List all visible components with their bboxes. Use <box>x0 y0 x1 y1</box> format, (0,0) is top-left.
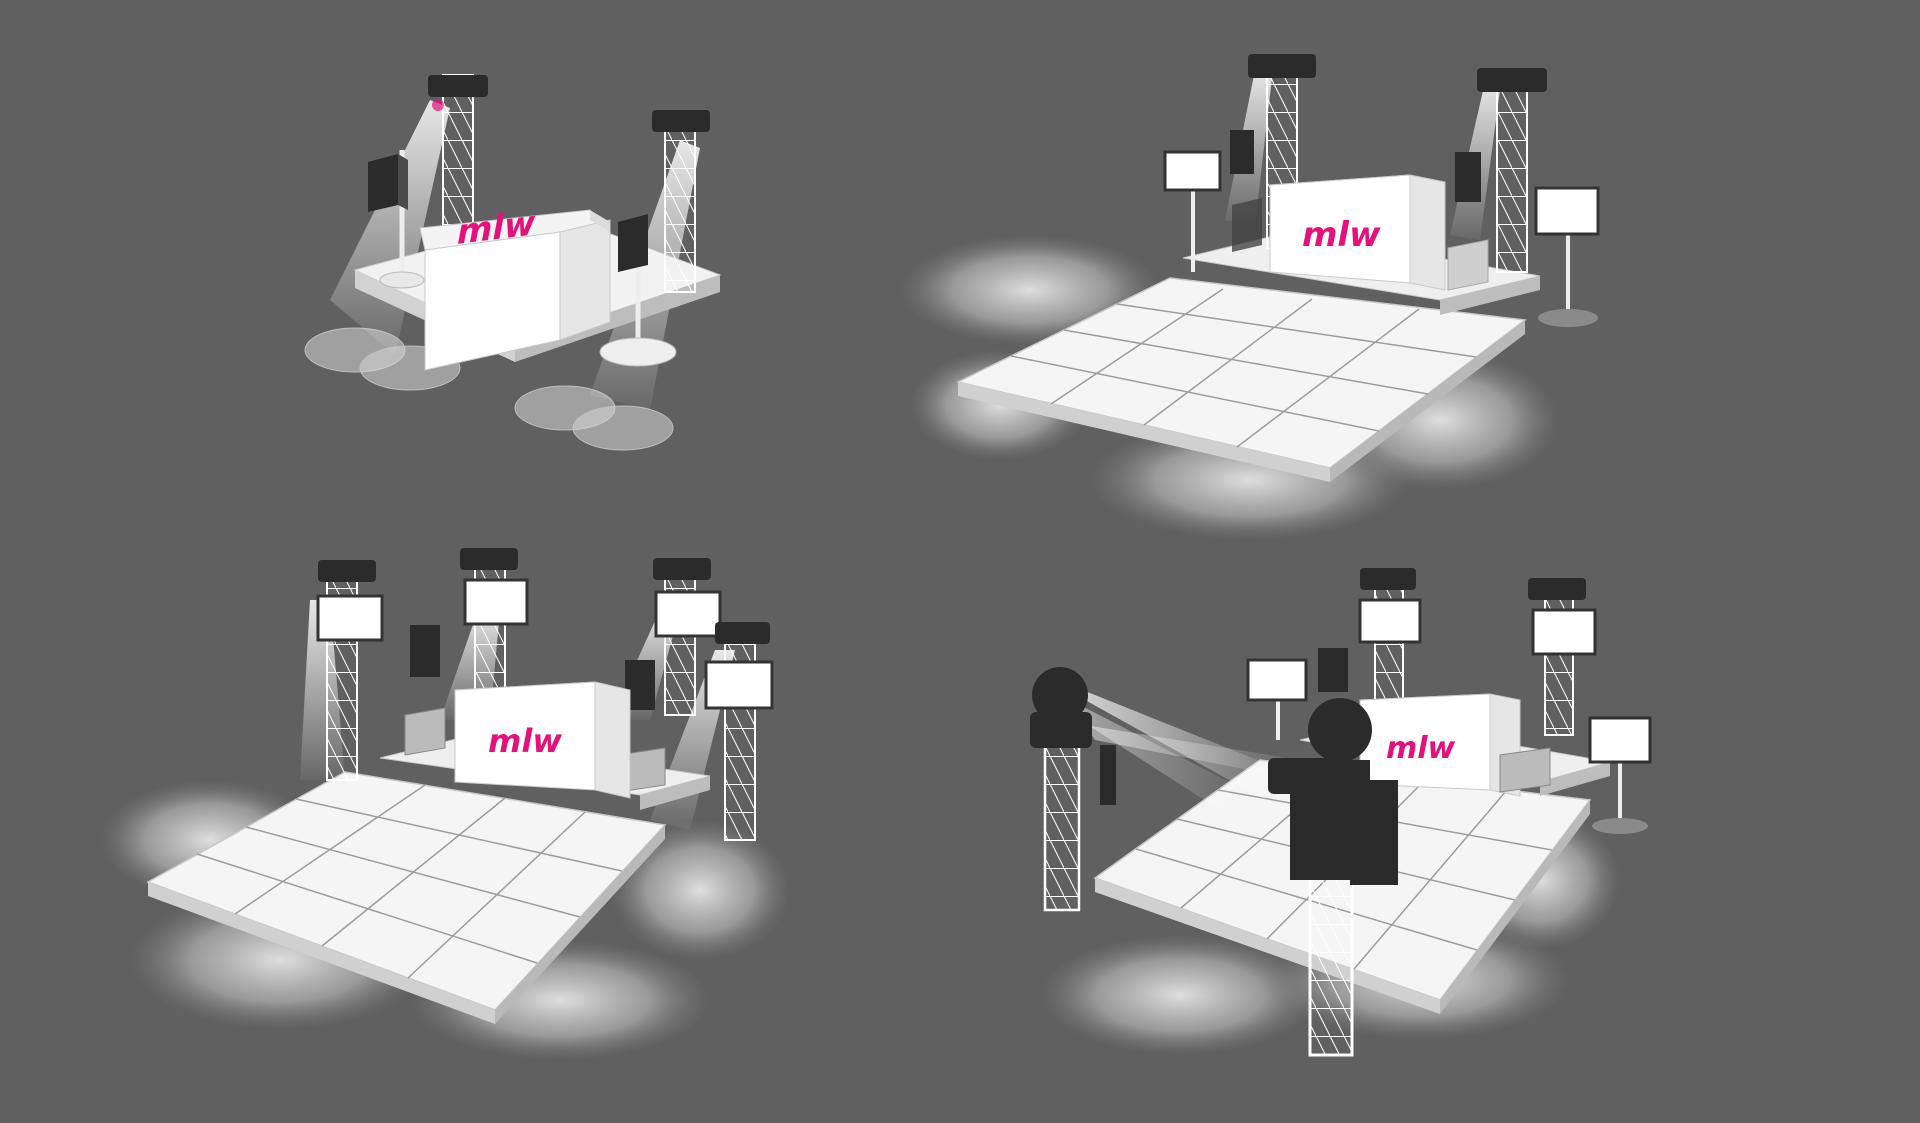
truss-tower <box>316 560 384 781</box>
screen-left <box>1163 150 1222 272</box>
booth-logo: mlw <box>1302 215 1381 255</box>
tower-screen <box>316 594 384 642</box>
floor-light-spots <box>304 327 674 451</box>
dj-booth <box>453 681 631 799</box>
mlw-logo-mark: mlw <box>1302 215 1381 255</box>
screen-right <box>1588 716 1652 834</box>
scene-booth-only: mlw <box>304 74 722 451</box>
truss-tower <box>460 548 529 706</box>
tower-screen <box>704 660 774 710</box>
speaker-right <box>617 660 666 793</box>
dance-floor <box>955 277 1527 482</box>
tower-screen <box>463 578 529 626</box>
screen-left <box>1246 658 1308 740</box>
mlw-logo-mark: mlw <box>488 722 562 760</box>
booth-logo: mlw <box>457 203 536 253</box>
mlw-logo-mark: mlw <box>457 203 536 253</box>
speaker-left <box>368 150 425 289</box>
speaker-right <box>1318 648 1551 793</box>
truss-tower <box>653 558 722 716</box>
truss-tower <box>1477 68 1547 273</box>
dance-floor <box>146 771 667 1024</box>
truss-tower <box>652 110 710 293</box>
speaker-right <box>599 214 677 367</box>
speaker-right <box>1447 152 1489 291</box>
truss-tower <box>1043 723 1081 912</box>
screen-right <box>1534 186 1600 327</box>
tower-screen <box>654 590 722 638</box>
dj-booth <box>1268 174 1446 291</box>
booth-logo: mlw <box>1386 731 1456 766</box>
scene-booth-with-four-towers: mlw <box>100 548 790 1060</box>
mlw-logo-mark: mlw <box>1386 731 1456 766</box>
truss-tower <box>1528 578 1597 736</box>
truss-tower <box>704 622 774 841</box>
booth-logo: mlw <box>488 722 562 760</box>
speaker-left <box>404 625 446 756</box>
tower-screen <box>1531 608 1597 656</box>
scene-booth-with-dance-floor: mlw <box>900 54 1600 540</box>
scene-booth-with-foreground-lights: mlw <box>1030 568 1652 1057</box>
speaker-left <box>1230 130 1262 252</box>
light-beams <box>1070 685 1300 810</box>
tower-screen <box>1358 598 1422 644</box>
dj-booth <box>419 209 612 371</box>
moving-head-light-center <box>1268 698 1398 885</box>
moving-head-light-left <box>1030 667 1116 805</box>
